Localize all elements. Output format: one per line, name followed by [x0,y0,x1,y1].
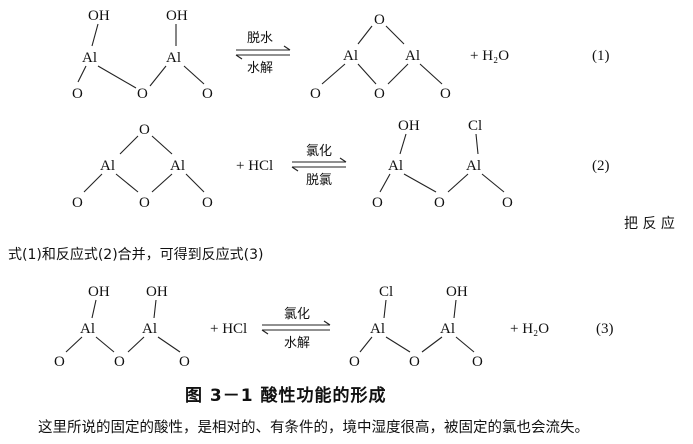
atom-o: O [409,354,420,370]
atom-o: O [139,122,150,138]
atom-al: Al [170,158,185,174]
atom-al: Al [166,50,181,66]
atom-oh: OH [446,284,468,300]
arrow-label-top: 脱水 [247,31,273,46]
reagent-hcl: + HCl [236,158,273,174]
paragraph-1-continuation: 式(1)和反应式(2)合并，可得到反应式(3) [8,247,264,263]
equation-number: (3) [596,321,614,337]
byproduct-water: + H₂O [470,48,509,64]
atom-al: Al [405,48,420,64]
figure-caption: 图 3－1 酸性功能的形成 [185,386,387,406]
atom-oh: OH [398,118,420,134]
atom-al: Al [100,158,115,174]
atom-o: O [72,86,83,102]
arrow-label-top: 氯化 [284,307,310,322]
atom-o: O [310,86,321,102]
atom-oh: OH [88,284,110,300]
arrow-label-bottom: 脱氯 [306,173,332,188]
arrow-label-bottom: 水解 [247,61,273,76]
atom-o: O [349,354,360,370]
arrow-label-bottom: 水解 [284,336,310,351]
atom-o: O [472,354,483,370]
atom-o: O [72,195,83,211]
atom-al: Al [388,158,403,174]
arrow-label-top: 氯化 [306,144,332,159]
atom-cl: Cl [468,118,482,134]
atom-o: O [202,86,213,102]
atom-o: O [137,86,148,102]
atom-al: Al [343,48,358,64]
reaction-2: O Al Al O O O + HCl 氯化 脱氯 OH Cl Al Al O … [72,118,610,211]
atom-oh: OH [146,284,168,300]
paragraph-2: 这里所说的固定的酸性，是相对的、有条件的，境中湿度很高，被固定的氯也会流失。 [38,420,589,436]
equation-number: (2) [592,158,610,174]
atom-o: O [440,86,451,102]
atom-o: O [502,195,513,211]
atom-al: Al [370,321,385,337]
atom-oh: OH [88,8,110,24]
atom-oh: OH [166,8,188,24]
atom-o: O [434,195,445,211]
atom-o: O [179,354,190,370]
atom-cl: Cl [379,284,393,300]
atom-al: Al [440,321,455,337]
equation-number: (1) [592,48,610,64]
reaction-1: OH OH Al Al O O O 脱水 水解 O Al Al O O O + … [72,8,610,102]
atom-o: O [374,12,385,28]
atom-o: O [114,354,125,370]
byproduct-water: + H₂O [510,321,549,337]
atom-al: Al [82,50,97,66]
atom-o: O [139,195,150,211]
atom-o: O [372,195,383,211]
reaction-3: OH OH Al Al O O O + HCl 氯化 水解 Cl OH Al A… [54,284,614,370]
reagent-hcl: + HCl [210,321,247,337]
atom-o: O [202,195,213,211]
atom-al: Al [142,321,157,337]
paragraph-1-end: 把 反 应 [624,216,675,232]
atom-al: Al [466,158,481,174]
atom-al: Al [80,321,95,337]
atom-o: O [374,86,385,102]
atom-o: O [54,354,65,370]
